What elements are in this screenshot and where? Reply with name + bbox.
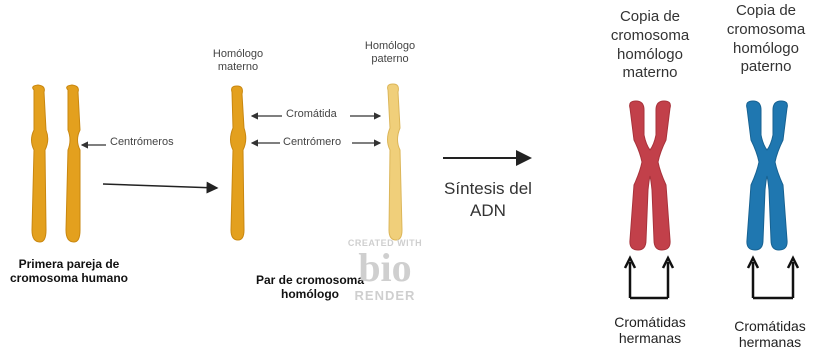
paternal-sisters-label-line1: Cromátidas bbox=[734, 318, 806, 334]
maternal-copy-label-line1: Copia de bbox=[619, 8, 681, 25]
paternal-sisters-bracket bbox=[746, 255, 800, 300]
maternal-sisters-label-line2: hermanas bbox=[618, 330, 682, 347]
synthesis-label: Síntesis del ADN bbox=[428, 178, 548, 222]
paternal-sisters-label-line2: hermanas bbox=[738, 334, 802, 351]
paternal-copy-label-line1: Copia de bbox=[735, 2, 797, 19]
paternal-copy-label-line4: paterno bbox=[740, 58, 792, 76]
maternal-homolog-label-line2: materno bbox=[217, 60, 259, 73]
paternal-copy-label-line3: homólogo bbox=[733, 39, 799, 57]
middle-caption-line1: Par de cromosoma bbox=[255, 273, 365, 287]
centromero-label: Centrómero bbox=[283, 136, 342, 148]
left-caption-line2: cromosoma humano bbox=[9, 270, 129, 285]
maternal-sisters-label: Cromátidas hermanas bbox=[600, 314, 700, 346]
maternal-copy-label-line3: homólogo bbox=[617, 45, 683, 63]
pairing-arrow bbox=[102, 181, 219, 194]
left-chromosome-1 bbox=[31, 84, 49, 243]
maternal-copy-label-line2: cromosoma bbox=[610, 26, 690, 44]
paternal-copy-label-line2: cromosoma bbox=[726, 20, 806, 38]
paternal-copy-label: Copia de cromosoma homólogo paterno bbox=[714, 2, 818, 77]
maternal-sisters-label-line1: Cromátidas bbox=[614, 314, 686, 330]
left-caption-line1: Primera pareja de bbox=[18, 257, 120, 271]
middle-caption: Par de cromosoma homólogo bbox=[245, 273, 375, 302]
biorender-watermark: CREATED WITH bio RENDER bbox=[340, 238, 430, 303]
synthesis-label-line1: Síntesis del bbox=[444, 179, 532, 198]
paternal-copy-chromosome bbox=[746, 100, 788, 251]
left-caption: Primera pareja de cromosoma humano bbox=[4, 257, 134, 286]
paternal-homolog bbox=[387, 83, 403, 241]
watermark-line2: RENDER bbox=[354, 288, 416, 303]
maternal-sisters-bracket bbox=[623, 255, 675, 300]
maternal-homolog-label: Homólogo materno bbox=[198, 48, 278, 73]
maternal-copy-chromosome bbox=[629, 100, 671, 251]
paternal-homolog-label-line1: Homólogo bbox=[364, 40, 416, 52]
middle-caption-line2: homólogo bbox=[281, 286, 339, 301]
paternal-homolog-label: Homólogo paterno bbox=[350, 40, 430, 65]
maternal-homolog-label-line1: Homólogo bbox=[212, 48, 264, 60]
paternal-homolog-label-line2: paterno bbox=[371, 52, 409, 65]
maternal-copy-label-line4: materno bbox=[622, 64, 678, 82]
watermark-line1: CREATED WITH bbox=[347, 238, 423, 248]
maternal-copy-label: Copia de cromosoma homólogo materno bbox=[598, 8, 702, 83]
watermark-logo: bio bbox=[358, 245, 412, 290]
maternal-homolog bbox=[230, 85, 247, 241]
cromatida-label: Cromátida bbox=[286, 108, 337, 120]
left-chromosome-2 bbox=[65, 84, 81, 243]
paternal-sisters-label: Cromátidas hermanas bbox=[722, 318, 818, 350]
centromeros-label: Centrómeros bbox=[110, 136, 174, 148]
synthesis-label-line2: ADN bbox=[470, 201, 506, 221]
